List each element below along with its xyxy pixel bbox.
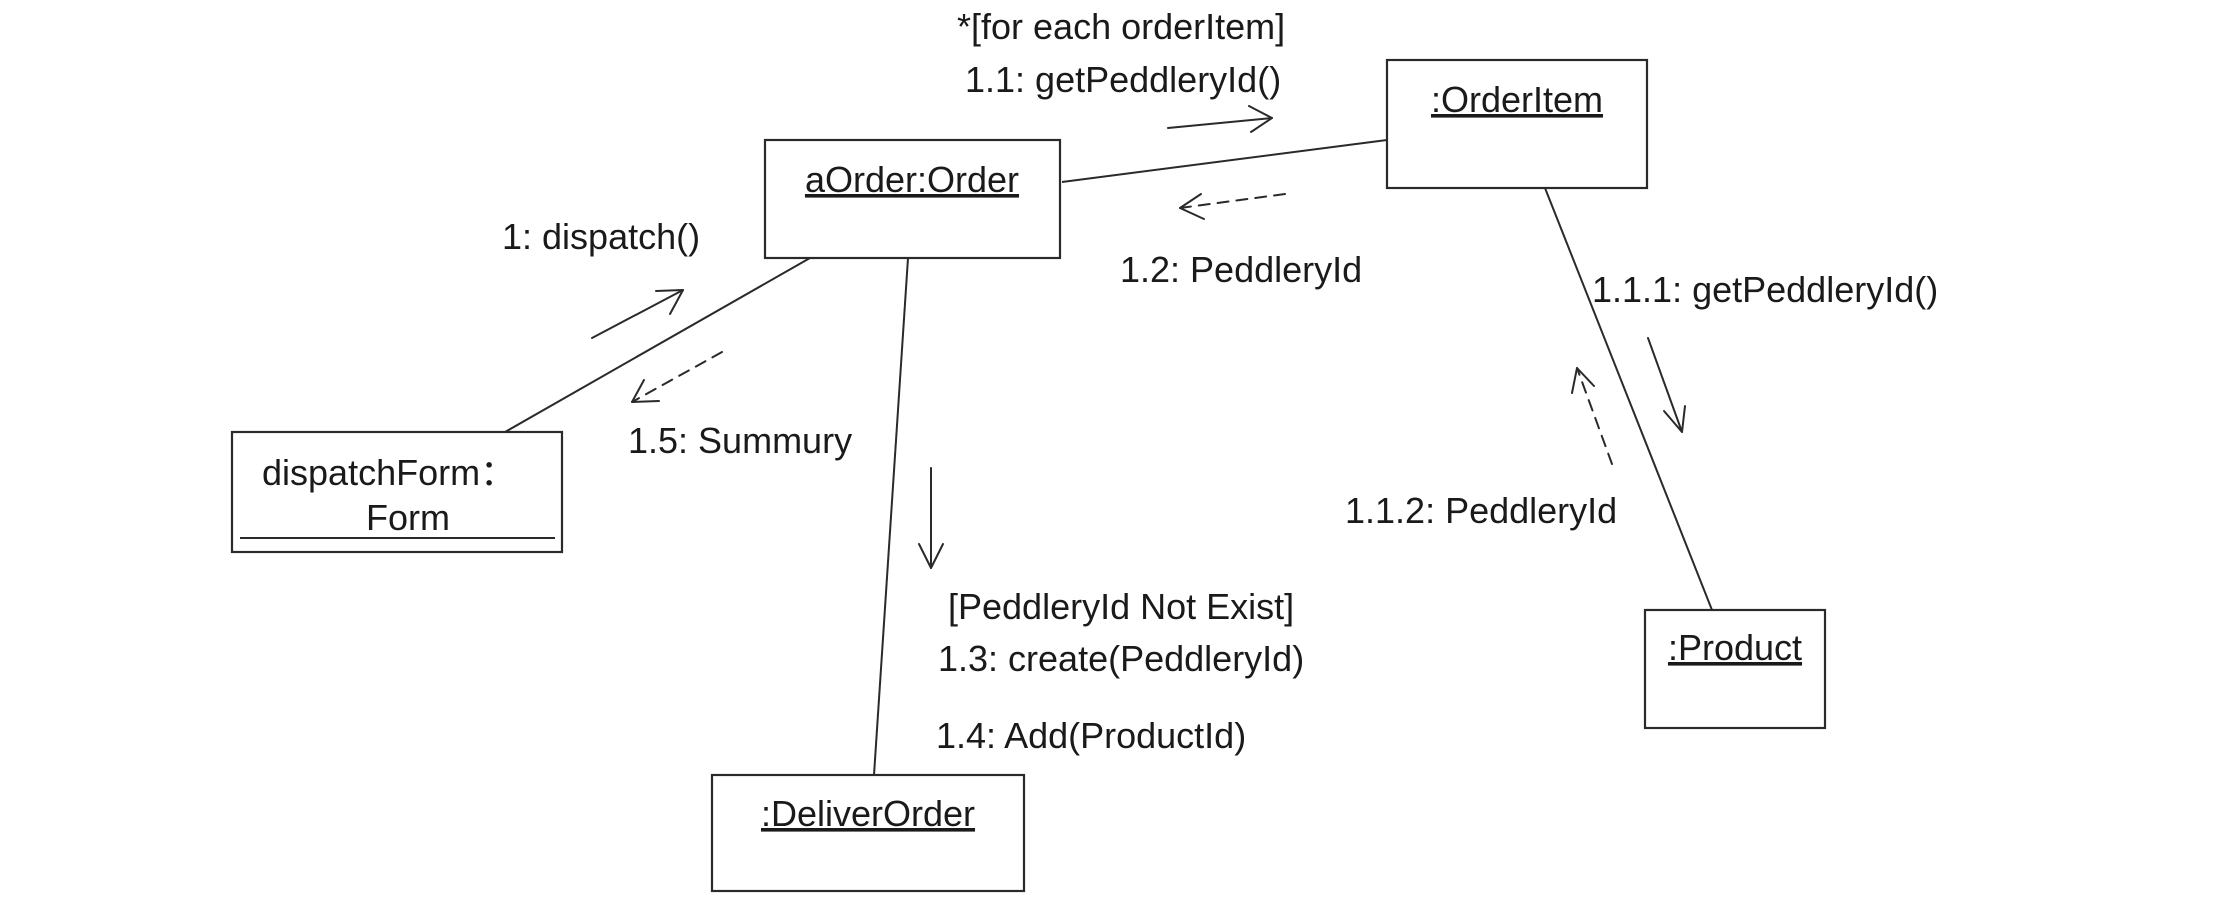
object-dispatchform-label-line2: Form bbox=[366, 497, 450, 538]
arrow-1-1-getpeddleryid bbox=[1167, 105, 1273, 133]
message-1-3-guard: [PeddleryId Not Exist] bbox=[948, 586, 1294, 627]
arrow-1-1-2-peddleryid-return bbox=[1571, 367, 1613, 465]
message-1-1: 1.1: getPeddleryId() bbox=[965, 59, 1281, 100]
arrow-1-2-peddleryid-return bbox=[1179, 193, 1286, 220]
object-orderitem[interactable]: :OrderItem bbox=[1385, 58, 1649, 190]
object-aorder[interactable]: aOrder:Order bbox=[763, 138, 1062, 260]
message-1-5: 1.5: Summury bbox=[628, 420, 852, 461]
object-dispatchform[interactable]: dispatchForm： Form bbox=[230, 430, 564, 554]
object-dispatchform-label-line1: dispatchForm： bbox=[262, 452, 516, 493]
object-aorder-label: aOrder:Order bbox=[805, 159, 1019, 200]
arrow-1-1-1-getpeddleryid bbox=[1647, 337, 1686, 433]
object-orderitem-label: :OrderItem bbox=[1431, 79, 1603, 120]
object-deliverorder[interactable]: :DeliverOrder bbox=[710, 773, 1026, 893]
message-1-1-2: 1.1.2: PeddleryId bbox=[1345, 490, 1617, 531]
message-1-1-guard: *[for each orderItem] bbox=[957, 6, 1285, 47]
object-deliverorder-label: :DeliverOrder bbox=[761, 793, 975, 834]
link-order-deliverorder bbox=[873, 257, 909, 776]
link-order-orderitem bbox=[1061, 139, 1388, 183]
message-1-dispatch: 1: dispatch() bbox=[502, 216, 700, 257]
message-1-2: 1.2: PeddleryId bbox=[1120, 249, 1362, 290]
link-orderitem-product bbox=[1544, 187, 1713, 611]
arrow-1-dispatch bbox=[591, 289, 684, 339]
message-1-3: 1.3: create(PeddleryId) bbox=[938, 638, 1304, 679]
arrow-1-3-create bbox=[918, 467, 944, 569]
link-order-dispatchform bbox=[504, 257, 811, 433]
arrow-1-5-summury-return bbox=[631, 351, 723, 403]
message-1-1-1: 1.1.1: getPeddleryId() bbox=[1592, 269, 1938, 310]
object-product[interactable]: :Product bbox=[1643, 608, 1827, 730]
message-1-4: 1.4: Add(ProductId) bbox=[936, 715, 1246, 756]
object-product-label: :Product bbox=[1668, 627, 1802, 668]
